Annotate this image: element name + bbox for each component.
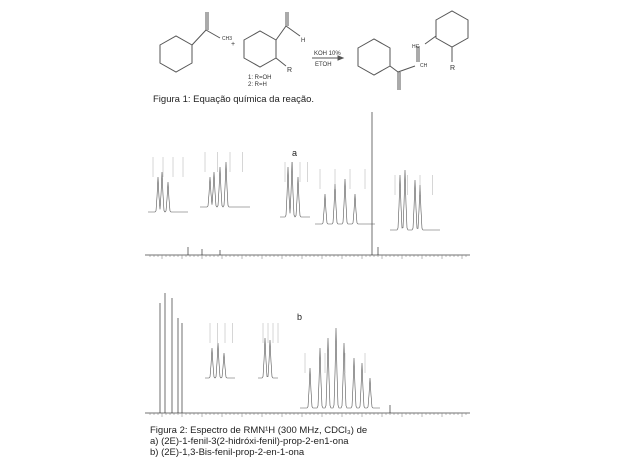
caption-line: Figura 2: Espectro de RMN¹H (300 MHz, CD… [150, 425, 368, 436]
product-r-label: R [450, 65, 455, 72]
product-hc-label: HC [412, 44, 420, 50]
plus-sign: + [231, 41, 235, 48]
catalyst-label: KOH 10% [314, 51, 341, 57]
caption-line: a) (2E)-1-fenil-3(2-hidróxi-fenil)-prop-… [150, 436, 349, 447]
spectrum-a-label: a [292, 148, 297, 158]
nmr-spectrum-a: a [145, 112, 470, 259]
spectrum-mark [148, 171, 188, 213]
reaction-scheme-drawing: CH3 + H R 1: R=OH 2: R=H KOH 10% ETOH HC… [159, 10, 469, 90]
product-ch-label: CH [420, 63, 428, 69]
r-label: R [287, 67, 292, 74]
spectrum-mark [390, 169, 440, 231]
solvent-label: ETOH [315, 62, 332, 68]
reagent-label-2: 2: R=H [248, 82, 267, 88]
ch3-label: CH3 [222, 36, 232, 42]
spectrum-mark [280, 161, 310, 218]
spectrum-b-label: b [297, 312, 302, 322]
spectrum-mark [315, 178, 375, 225]
spectrum-mark [300, 327, 380, 409]
figure-1-caption: Figura 1: Equação química da reação. [153, 94, 315, 105]
nmr-spectrum-b: b [145, 293, 470, 417]
figure-2-caption: Figura 2: Espectro de RMN¹H (300 MHz, CD… [150, 425, 367, 458]
caption-line: b) (2E)-1,3-Bis-fenil-prop-2-en-1-ona [150, 447, 305, 458]
spectrum-mark [200, 161, 250, 208]
reagent-label-1: 1: R=OH [248, 75, 272, 81]
spectrum-mark [258, 337, 278, 379]
spectrum-mark [205, 342, 235, 379]
h-label: H [301, 38, 305, 44]
